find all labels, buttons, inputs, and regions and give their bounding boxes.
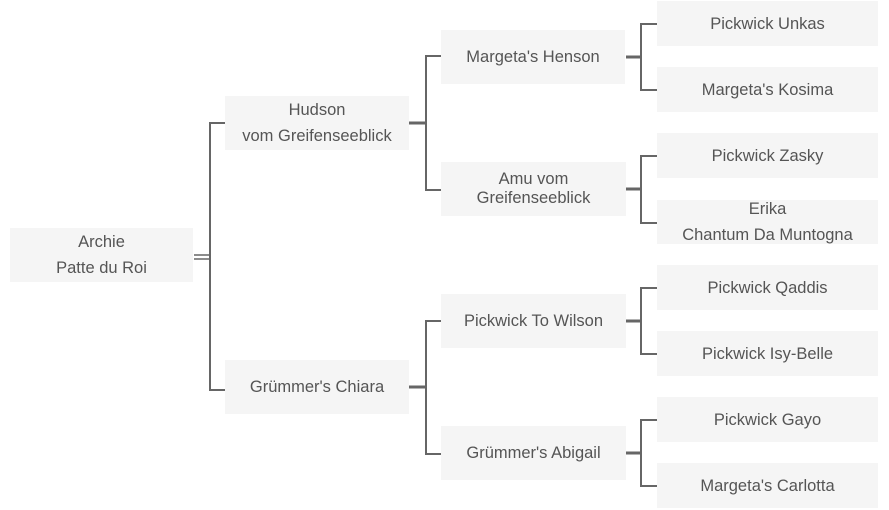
grandparent-name-line2: Greifenseeblick [476, 189, 591, 207]
subject-name-line2: Patte du Roi [56, 259, 147, 277]
great-grandparent-name: Margeta's Kosima [701, 80, 834, 99]
sire-name-line2: vom Greifenseeblick [242, 127, 392, 145]
sire-name-line1: Hudson [288, 101, 346, 119]
great-grandparent-box[interactable]: Margeta's Carlotta [657, 463, 878, 508]
great-grandparent-name: Pickwick Zasky [711, 146, 824, 165]
grandparent-box[interactable]: Grümmer's Abigail [441, 426, 626, 480]
great-grandparent-name-line1: Erika [748, 200, 787, 218]
grandparent-box[interactable]: Pickwick To Wilson [441, 294, 626, 348]
dam-name: Grümmer's Chiara [249, 378, 385, 396]
great-grandparent-name: Margeta's Carlotta [700, 476, 835, 495]
great-grandparent-box[interactable]: Pickwick Unkas [657, 1, 878, 46]
great-grandparent-box[interactable]: Pickwick Zasky [657, 133, 878, 178]
grandparent-name-line1: Amu vom [498, 170, 569, 188]
grandparent-name: Grümmer's Abigail [466, 444, 601, 462]
grandparent-name: Pickwick To Wilson [463, 312, 604, 330]
great-grandparent-name: Pickwick Unkas [710, 14, 825, 33]
great-grandparent-box[interactable]: Margeta's Kosima [657, 67, 878, 112]
subject-dog[interactable]: Archie Patte du Roi [10, 228, 193, 282]
sire[interactable]: Hudson vom Greifenseeblick [225, 96, 409, 150]
grandparent-name: Margeta's Henson [466, 48, 600, 66]
great-grandparent-name: Pickwick Isy-Belle [701, 344, 834, 363]
subject-name-line1: Archie [78, 233, 125, 251]
grandparent-box[interactable]: Margeta's Henson [441, 30, 625, 84]
great-grandparent-name: Pickwick Qaddis [707, 278, 828, 297]
great-grandparent-box[interactable]: Pickwick Isy-Belle [657, 331, 878, 376]
great-grandparent-box[interactable]: Pickwick Gayo [657, 397, 878, 442]
great-grandparent-box[interactable]: Pickwick Qaddis [657, 265, 878, 310]
great-grandparent-name-line2: Chantum Da Muntogna [682, 226, 853, 244]
dam[interactable]: Grümmer's Chiara [225, 360, 409, 414]
grandparent-box[interactable]: Amu vom Greifenseeblick [441, 162, 626, 216]
great-grandparent-name: Pickwick Gayo [713, 410, 822, 429]
great-grandparent-box[interactable]: Erika Chantum Da Muntogna [657, 200, 878, 244]
